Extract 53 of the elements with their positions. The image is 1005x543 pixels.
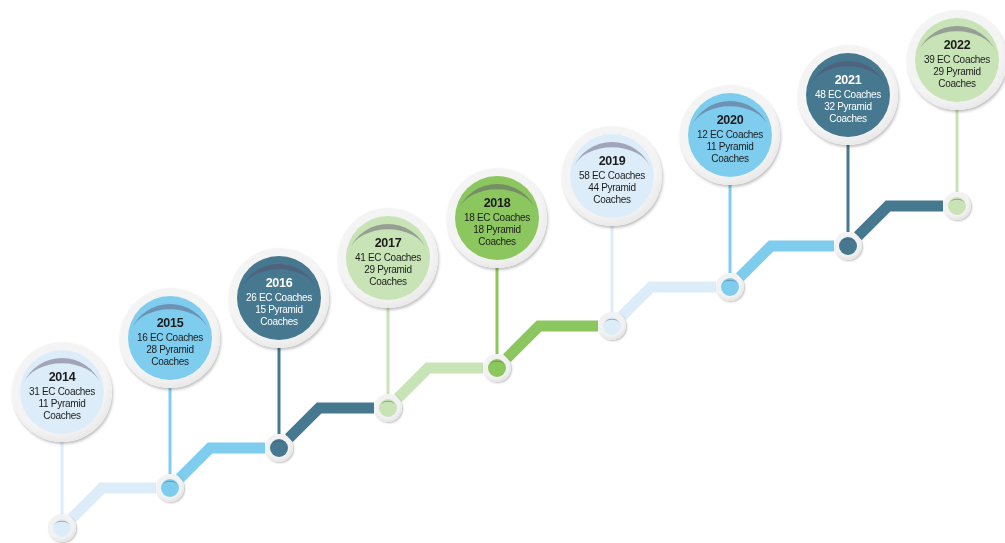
step-dot (834, 232, 862, 260)
coach-count: 31 EC Coaches (28, 386, 96, 398)
step-dot (156, 474, 184, 502)
connector-line (277, 348, 281, 434)
step-dot (598, 312, 626, 340)
coach-count: 58 EC Coaches (578, 170, 646, 182)
connector-line (168, 388, 172, 474)
coach-count: 11 Pyramid Coaches (705, 141, 755, 165)
coach-count: 15 Pyramid Coaches (254, 304, 304, 328)
step-path (176, 442, 265, 482)
step-dot (483, 354, 511, 382)
connector-line (495, 268, 499, 354)
connector-line (610, 226, 614, 312)
coach-count: 44 Pyramid Coaches (587, 182, 637, 206)
coach-count: 16 EC Coaches (136, 332, 204, 344)
connector-line (846, 145, 850, 232)
connector-line (728, 185, 732, 273)
year-label: 2022 (943, 38, 971, 53)
coach-count: 39 EC Coaches (923, 54, 991, 66)
step-path (394, 362, 483, 402)
year-label: 2018 (483, 196, 511, 211)
coach-count: 29 Pyramid Coaches (363, 264, 413, 288)
coach-count: 29 Pyramid Coaches (932, 66, 982, 90)
step-dot (265, 434, 293, 462)
coach-count: 32 Pyramid Coaches (823, 101, 873, 125)
coach-count: 28 Pyramid Coaches (145, 344, 195, 368)
coach-count: 11 Pyramid Coaches (37, 398, 87, 422)
year-label: 2015 (156, 316, 184, 331)
year-label: 2014 (48, 370, 76, 385)
step-dot (716, 273, 744, 301)
coach-count: 18 EC Coaches (463, 212, 531, 224)
step-path (285, 402, 374, 442)
step-path (503, 320, 598, 362)
step-dot (943, 192, 971, 220)
connector-line (386, 308, 390, 394)
coach-count: 48 EC Coaches (814, 89, 882, 101)
step-path (854, 200, 943, 240)
step-dot (48, 514, 76, 542)
year-label: 2016 (265, 276, 293, 291)
coach-count: 41 EC Coaches (354, 252, 422, 264)
year-label: 2017 (374, 236, 402, 251)
step-path (68, 482, 156, 522)
step-dot (374, 394, 402, 422)
coach-count: 18 Pyramid Coaches (472, 224, 522, 248)
connector-line (955, 110, 959, 192)
connector-line (60, 442, 64, 514)
step-path (618, 281, 716, 320)
year-label: 2019 (598, 154, 626, 169)
year-label: 2020 (716, 113, 744, 128)
coach-count: 26 EC Coaches (245, 292, 313, 304)
year-label: 2021 (834, 73, 862, 88)
coach-count: 12 EC Coaches (696, 129, 764, 141)
step-path (736, 240, 834, 281)
